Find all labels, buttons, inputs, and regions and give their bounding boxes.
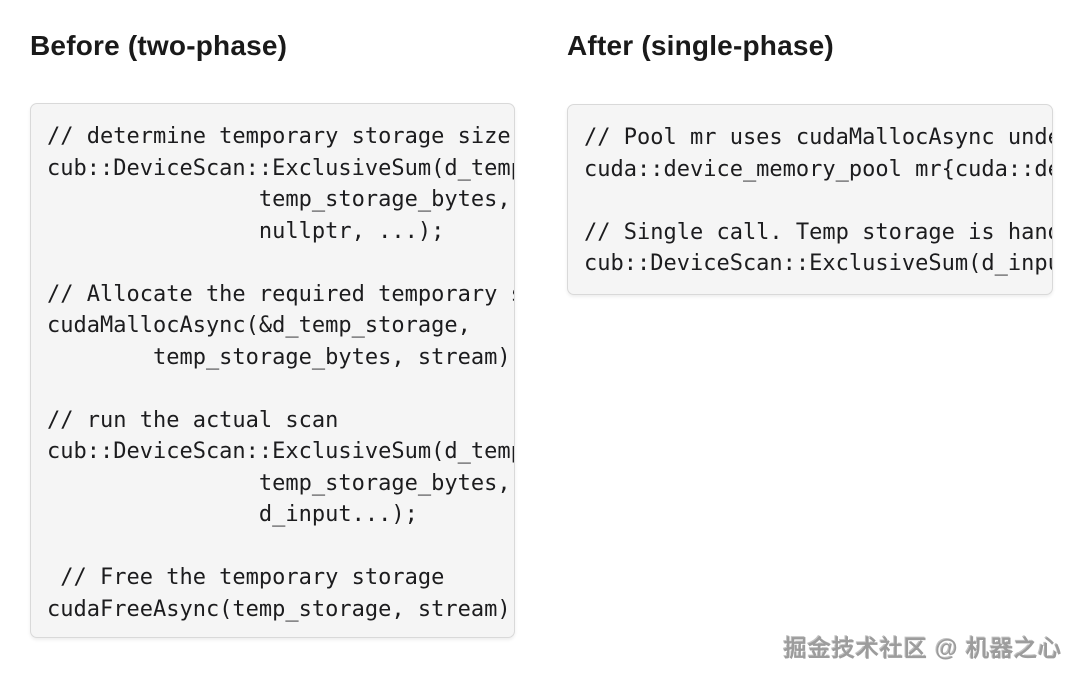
after-title: After (single-phase) bbox=[567, 30, 834, 61]
before-title: Before (two-phase) bbox=[30, 30, 288, 61]
watermark: 掘金技术社区 @ 机器之心 bbox=[783, 635, 1062, 661]
before-code-block: // determine temporary storage size cub:… bbox=[30, 103, 515, 638]
after-code-block: // Pool mr uses cudaMallocAsync unde cud… bbox=[567, 104, 1053, 295]
